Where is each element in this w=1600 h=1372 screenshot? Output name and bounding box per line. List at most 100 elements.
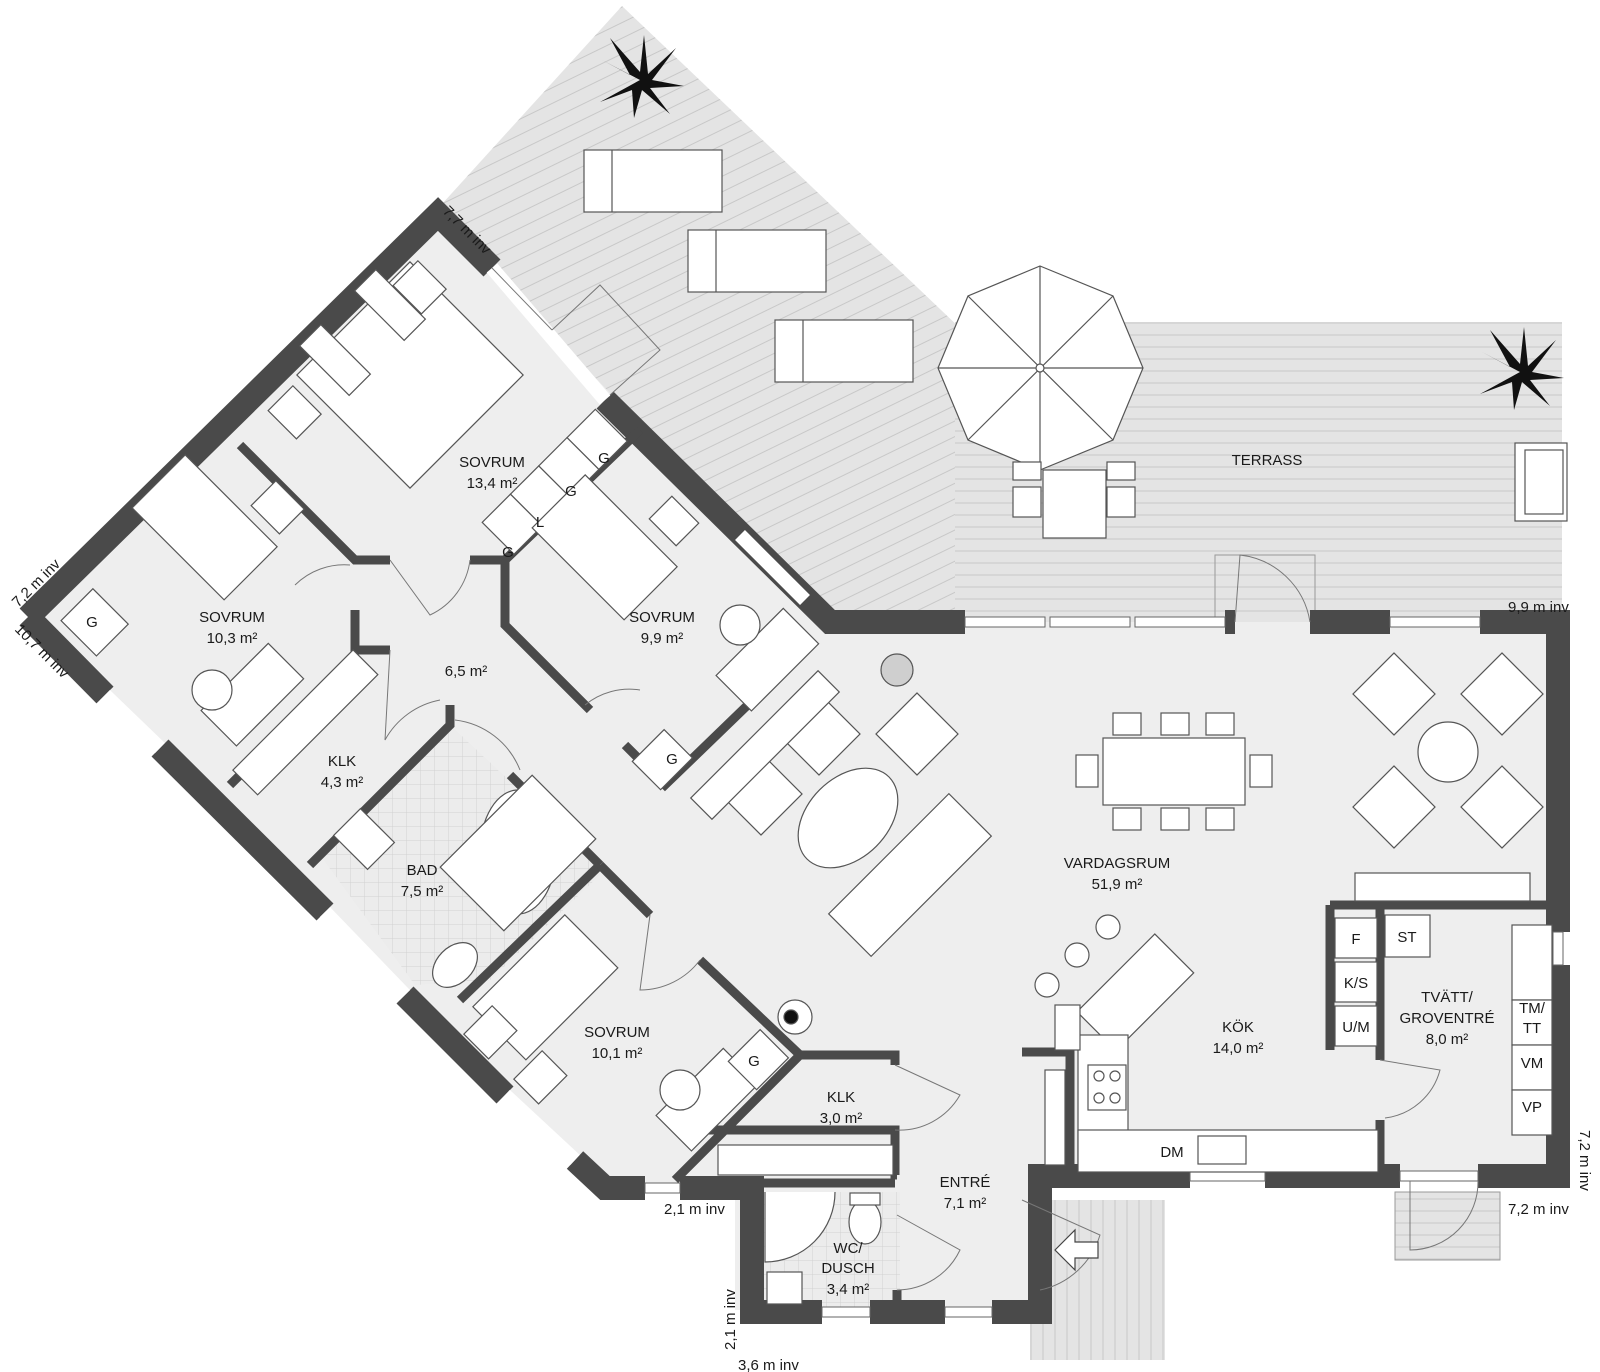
tag-label: G [598, 450, 610, 467]
tv-bench [689, 669, 841, 821]
terrace-label: TERRASS [1232, 452, 1303, 469]
tag-label: G [748, 1053, 760, 1070]
wc-tank [849, 1192, 881, 1206]
window [1399, 1170, 1479, 1182]
nightstand [250, 479, 306, 535]
wall-hall-klk [350, 610, 390, 655]
tag-label: G [86, 614, 98, 631]
wall-bed4-hall [596, 861, 654, 919]
dining-chair [1205, 807, 1235, 831]
tag-label: U/M [1342, 1019, 1370, 1036]
sideboard [1354, 872, 1531, 902]
wall-bad-bed4 [456, 861, 604, 1004]
stove [1087, 1064, 1127, 1111]
wall-wc-right [890, 1140, 900, 1180]
room-name: VARDAGSRUM [1064, 855, 1170, 872]
burner [1109, 1092, 1121, 1104]
window-diag [319, 907, 411, 1000]
room-name: ENTRÉ [940, 1174, 991, 1191]
pillow [353, 268, 427, 342]
room-name: WC/ [833, 1240, 863, 1257]
room-name: DUSCH [821, 1260, 874, 1277]
lounge-chair [1352, 765, 1436, 849]
lounge-chair [1352, 652, 1436, 736]
desk-chair [719, 604, 761, 646]
door-swing [294, 564, 351, 586]
wall-south-c [992, 1164, 1190, 1324]
room-name: BAD [407, 862, 438, 879]
wardrobe [727, 1028, 790, 1091]
burner [1109, 1070, 1121, 1082]
wardrobe-row [481, 408, 629, 556]
wall-entry-kitchen [1022, 1047, 1075, 1176]
single-bed [131, 454, 278, 601]
terrace-chair [1012, 486, 1042, 518]
dining-table [1102, 737, 1246, 806]
counter-pillar [1054, 1004, 1081, 1051]
terrace-deck-diagonal [432, 6, 962, 622]
window [1552, 931, 1564, 966]
room-name: SOVRUM [629, 609, 695, 626]
room-area: 9,9 m² [641, 630, 684, 647]
window-diag [486, 263, 611, 405]
door-swing [1379, 1059, 1441, 1119]
wall-south-a [680, 1176, 822, 1324]
nightstand [392, 259, 448, 315]
entry-arrow [1054, 1228, 1099, 1272]
wc-sink [766, 1271, 803, 1305]
appliance-um [1334, 1005, 1378, 1047]
tag-label: ST [1397, 929, 1416, 946]
room-name: KLK [827, 1089, 855, 1106]
closet-klk [232, 649, 379, 796]
toilet [432, 942, 478, 988]
sunbed [583, 149, 723, 213]
window [1134, 616, 1226, 628]
window [1389, 616, 1481, 628]
kitchen-sink [1197, 1135, 1247, 1165]
wall-south-e [1478, 965, 1570, 1188]
appliance-ks [1334, 961, 1378, 1003]
wardrobe [631, 728, 694, 791]
entry-deck [1030, 1200, 1165, 1360]
tag-label: G [502, 544, 514, 561]
door-swing [584, 688, 641, 706]
sunbed [687, 229, 827, 293]
dining-chair [1160, 807, 1190, 831]
room-area: 13,4 m² [467, 475, 518, 492]
dining-chair [1249, 754, 1273, 788]
dining-chair [1112, 807, 1142, 831]
wall-ne-upper [596, 391, 965, 634]
terrace-table [1042, 469, 1107, 539]
furniture-tags: G G L G G G G F K/S U/M ST TM/ TT VM VP … [86, 450, 1546, 1161]
window [644, 1182, 681, 1194]
terrace-chair [1012, 461, 1042, 481]
room-name: SOVRUM [584, 1024, 650, 1041]
bar-stool [1064, 942, 1090, 968]
room-area: 4,3 m² [321, 774, 364, 791]
cabinet-st [1384, 914, 1431, 958]
bathtub-frame [439, 774, 597, 932]
tag-label: G [666, 751, 678, 768]
door-swing [551, 284, 661, 396]
window [821, 1306, 871, 1318]
kitchen-island [1076, 933, 1195, 1052]
room-name: TVÄTT/ [1421, 989, 1473, 1006]
tag-label: TM/ [1519, 1000, 1546, 1017]
grill-inner [1524, 449, 1564, 515]
terrace-chair [1106, 461, 1136, 481]
room-area: 6,5 m² [445, 663, 488, 680]
tag-label: DM [1160, 1144, 1183, 1161]
parasol-pole [1035, 363, 1045, 373]
nightstand [462, 1004, 518, 1060]
round-table [1417, 721, 1479, 783]
furniture [60, 149, 1568, 1305]
lounge-chair [1460, 652, 1544, 736]
window [944, 1306, 993, 1318]
window-diag [491, 267, 553, 331]
bath-sink [332, 807, 396, 871]
bar-stool [1095, 914, 1121, 940]
windows [100, 263, 1564, 1318]
window-diag [500, 1089, 580, 1166]
door-swing [389, 559, 471, 616]
room-name: KLK [328, 753, 356, 770]
